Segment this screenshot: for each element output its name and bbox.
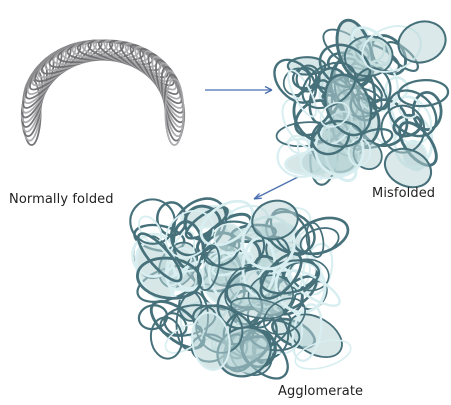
agglomerate-coil-image <box>121 188 354 387</box>
misfolded-label: Misfolded <box>372 186 435 201</box>
agglomerate-label: Agglomerate <box>278 384 363 399</box>
arrow-misfolded-to-agglomerate <box>254 177 298 199</box>
misfolded-coil-image <box>266 15 451 194</box>
arrow-normal-to-misfolded <box>205 87 272 94</box>
normally-folded-label: Normally folded <box>9 192 114 207</box>
slinky-spring-image <box>16 34 190 145</box>
